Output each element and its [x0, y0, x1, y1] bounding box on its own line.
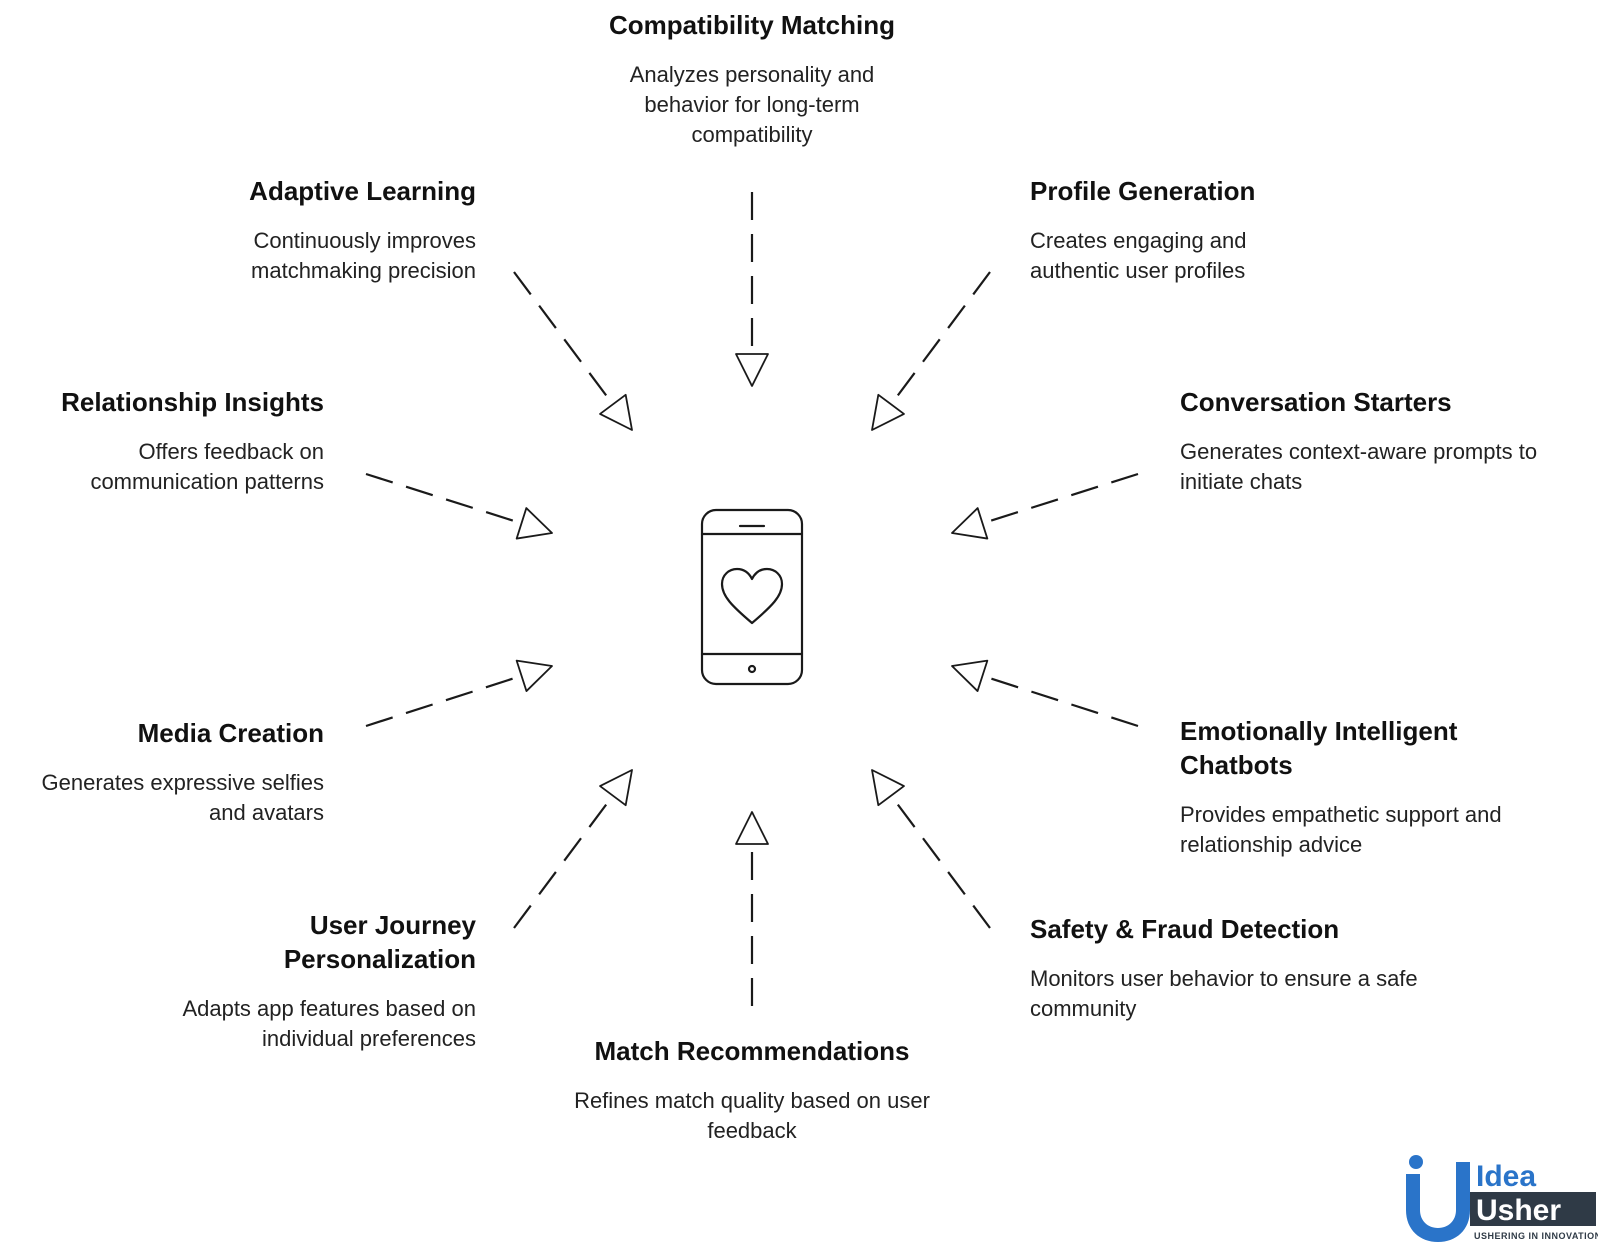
arrow-conversation	[951, 472, 1139, 540]
node-adaptive-learning: Adaptive Learning Continuously improves …	[170, 174, 476, 286]
logo-brand-bottom: Usher	[1476, 1194, 1561, 1227]
node-description: Refines match quality based on user feed…	[574, 1088, 930, 1143]
arrow-chatbots	[951, 659, 1139, 728]
node-safety-fraud-detection: Safety & Fraud Detection Monitors user b…	[1030, 912, 1430, 1024]
logo-dot	[1409, 1155, 1423, 1169]
node-description: Offers feedback on communication pattern…	[90, 439, 324, 494]
node-title: Safety & Fraud Detection	[1030, 914, 1340, 944]
arrow-profile	[871, 271, 991, 431]
phone-heart-icon	[700, 508, 804, 686]
node-title: Compatibility Matching	[609, 10, 895, 40]
node-title: Conversation Starters	[1180, 387, 1452, 417]
node-title: Adaptive Learning	[249, 176, 476, 206]
arrow-safety	[871, 769, 991, 929]
node-description: Generates expressive selfies and avatars	[41, 770, 324, 825]
node-description: Generates context-aware prompts to initi…	[1180, 439, 1538, 494]
logo-u-mark	[1406, 1162, 1470, 1242]
node-title: User Journey Personalization	[283, 910, 476, 974]
node-description: Analyzes personality and behavior for lo…	[629, 62, 875, 147]
node-title: Relationship Insights	[61, 387, 324, 417]
node-user-journey-personalization: User Journey Personalization Adapts app …	[120, 908, 476, 1054]
node-description: Monitors user behavior to ensure a safe …	[1030, 966, 1418, 1021]
node-emotionally-intelligent-chatbots: Emotionally Intelligent Chatbots Provide…	[1180, 714, 1580, 860]
logo-plate	[1470, 1192, 1596, 1226]
node-profile-generation: Profile Generation Creates engaging and …	[1030, 174, 1310, 286]
node-title: Profile Generation	[1030, 176, 1256, 206]
node-description: Adapts app features based on individual …	[182, 996, 476, 1051]
node-title: Emotionally Intelligent Chatbots	[1180, 716, 1458, 780]
arrow-media	[365, 659, 553, 728]
arrow-relationship	[365, 472, 553, 540]
node-match-recommendations: Match Recommendations Refines match qual…	[560, 1034, 944, 1146]
node-title: Match Recommendations	[594, 1036, 910, 1066]
node-description: Creates engaging and authentic user prof…	[1030, 228, 1247, 283]
logo-brand-top: Idea	[1476, 1160, 1536, 1193]
node-compatibility-matching: Compatibility Matching Analyzes personal…	[592, 8, 912, 150]
arrow-journey	[513, 769, 633, 929]
node-media-creation: Media Creation Generates expressive self…	[0, 716, 324, 828]
node-title: Media Creation	[137, 718, 324, 748]
node-description: Provides empathetic support and relation…	[1180, 802, 1502, 857]
node-relationship-insights: Relationship Insights Offers feedback on…	[10, 385, 324, 497]
node-conversation-starters: Conversation Starters Generates context-…	[1180, 385, 1580, 497]
arrow-adaptive	[513, 271, 633, 431]
node-description: Continuously improves matchmaking precis…	[251, 228, 476, 283]
logo-tagline: USHERING IN INNOVATION	[1474, 1231, 1598, 1241]
ideausher-logo: Idea Usher USHERING IN INNOVATION	[1406, 1155, 1598, 1242]
